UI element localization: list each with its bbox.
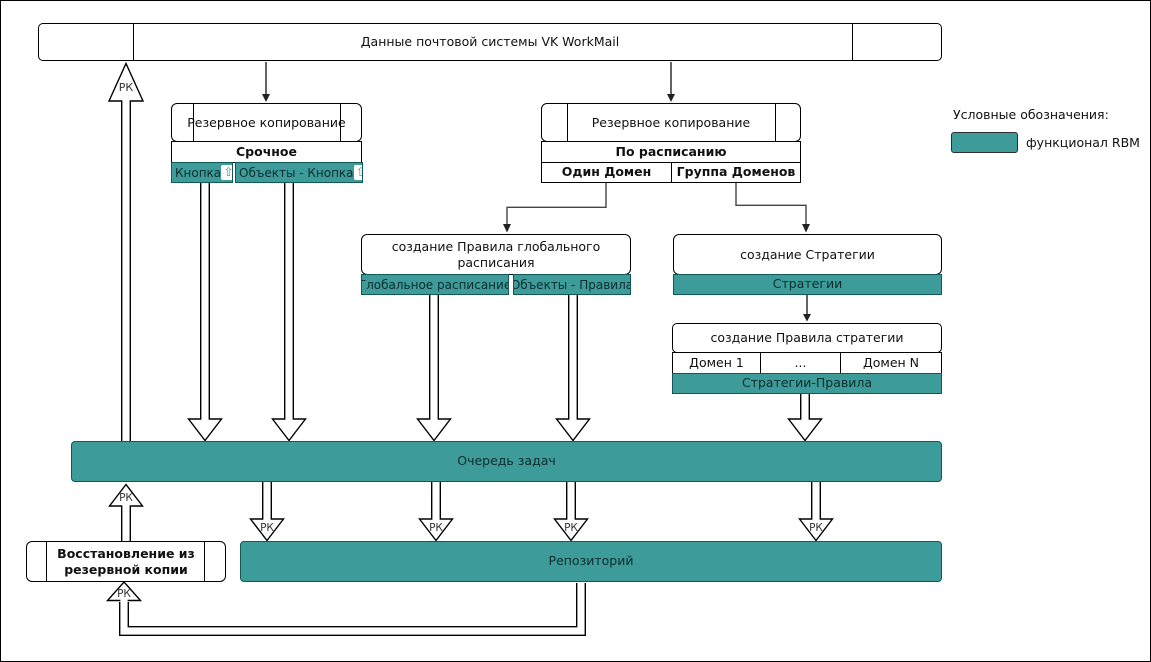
- node-title: Резервное копирование: [591, 114, 751, 130]
- arrow-queue-to-repo-rk-1: РК: [249, 482, 285, 542]
- node-restore-from-backup: Восстановление из резервной копии: [26, 541, 226, 582]
- rk-label: РК: [117, 588, 131, 600]
- node-mail-system-data: Данные почтовой системы VK WorkMail: [38, 23, 942, 61]
- cell-domain-n: Домен N: [840, 352, 942, 374]
- upload-icon: ⇧: [221, 165, 232, 180]
- rk-label: РК: [809, 522, 823, 534]
- legend-swatch: [951, 132, 1018, 153]
- arrow-queue-to-repo-rk-4: РК: [798, 482, 834, 542]
- rk-label: РК: [564, 522, 578, 534]
- band-scheduled-mode: По расписанию: [541, 141, 801, 163]
- arrow-global-schedule-to-queue: [416, 295, 452, 442]
- cell-objects-rules: Объекты - Правила: [513, 274, 631, 295]
- node-backup-urgent: Резервное копирование: [171, 103, 362, 142]
- arrow-strategy-rules-to-queue: [787, 393, 823, 442]
- arrow-knopka-to-queue: [187, 183, 223, 442]
- node-title: Данные почтовой системы VK WorkMail: [360, 34, 620, 50]
- node-create-strategy-rule: создание Правила стратегии: [672, 323, 942, 353]
- cell-domain-1: Домен 1: [672, 352, 761, 374]
- node-title: создание Правила глобального расписания: [391, 238, 601, 270]
- compartment-divider: [204, 542, 205, 581]
- rk-label: РК: [260, 522, 274, 534]
- cell-global-schedule: Глобальное расписание: [361, 274, 509, 295]
- arrow-domain-group-to-strategy: [735, 183, 810, 233]
- compartment-divider: [852, 24, 853, 60]
- compartment-divider: [46, 542, 47, 581]
- compartment-divider: [133, 24, 134, 60]
- node-global-schedule-rule: создание Правила глобального расписания: [361, 234, 631, 275]
- arrow-restore-to-queue-rk: РК: [108, 483, 144, 541]
- rk-label: РК: [119, 492, 133, 504]
- compartment-divider: [193, 104, 194, 141]
- cell-strategies: Стратегии: [673, 274, 942, 295]
- upload-icon: ⇧: [353, 165, 362, 180]
- node-create-strategy: создание Стратегии: [673, 234, 942, 275]
- cell-domain-ellipsis: ...: [760, 352, 841, 374]
- arrow-one-domain-to-global-rule: [503, 183, 607, 233]
- cell-label: Объекты - Кнопка: [239, 165, 354, 180]
- arrow-objects-rules-to-queue: [555, 295, 591, 442]
- legend-item-rbm: функционал RBM: [1026, 135, 1140, 150]
- bar-task-queue: Очередь задач: [71, 441, 942, 482]
- arrow-repo-to-restore-rk: РК: [105, 580, 586, 636]
- rk-label: РК: [119, 81, 134, 94]
- cell-strategy-rules: Стратегии-Правила: [672, 373, 942, 394]
- arrow-objects-knopka-to-queue: [271, 183, 307, 442]
- legend-title: Условные обозначения:: [953, 107, 1109, 122]
- cell-objects-knopka: Объекты - Кнопка ⇧: [235, 162, 363, 183]
- cell-knopka: Кнопка ⇧: [171, 162, 233, 183]
- arrow-queue-to-repo-rk-2: РК: [418, 482, 454, 542]
- cell-domain-group: Группа Доменов: [671, 162, 801, 183]
- compartment-divider: [340, 104, 341, 141]
- arrow-queue-to-title-rk: РК: [107, 61, 145, 441]
- band-urgent-mode: Срочное: [171, 141, 362, 163]
- arrow-strategy-to-strategy-rule: [803, 295, 811, 322]
- node-title: создание Стратегии: [740, 246, 875, 262]
- arrow-queue-to-repo-rk-3: РК: [553, 482, 589, 542]
- node-backup-scheduled: Резервное копирование: [541, 103, 801, 142]
- compartment-divider: [567, 104, 568, 141]
- arrow-title-to-backup-urgent: [262, 62, 270, 102]
- cell-label: Кнопка: [175, 165, 222, 180]
- bar-repository: Репозиторий: [240, 541, 942, 582]
- node-title: Восстановление из резервной копии: [57, 545, 195, 577]
- rk-label: РК: [429, 522, 443, 534]
- node-title: Резервное копирование: [187, 114, 346, 130]
- arrow-title-to-backup-scheduled: [667, 62, 675, 102]
- cell-one-domain: Один Домен: [541, 162, 672, 183]
- compartment-divider: [775, 104, 776, 141]
- node-title: создание Правила стратегии: [710, 330, 904, 346]
